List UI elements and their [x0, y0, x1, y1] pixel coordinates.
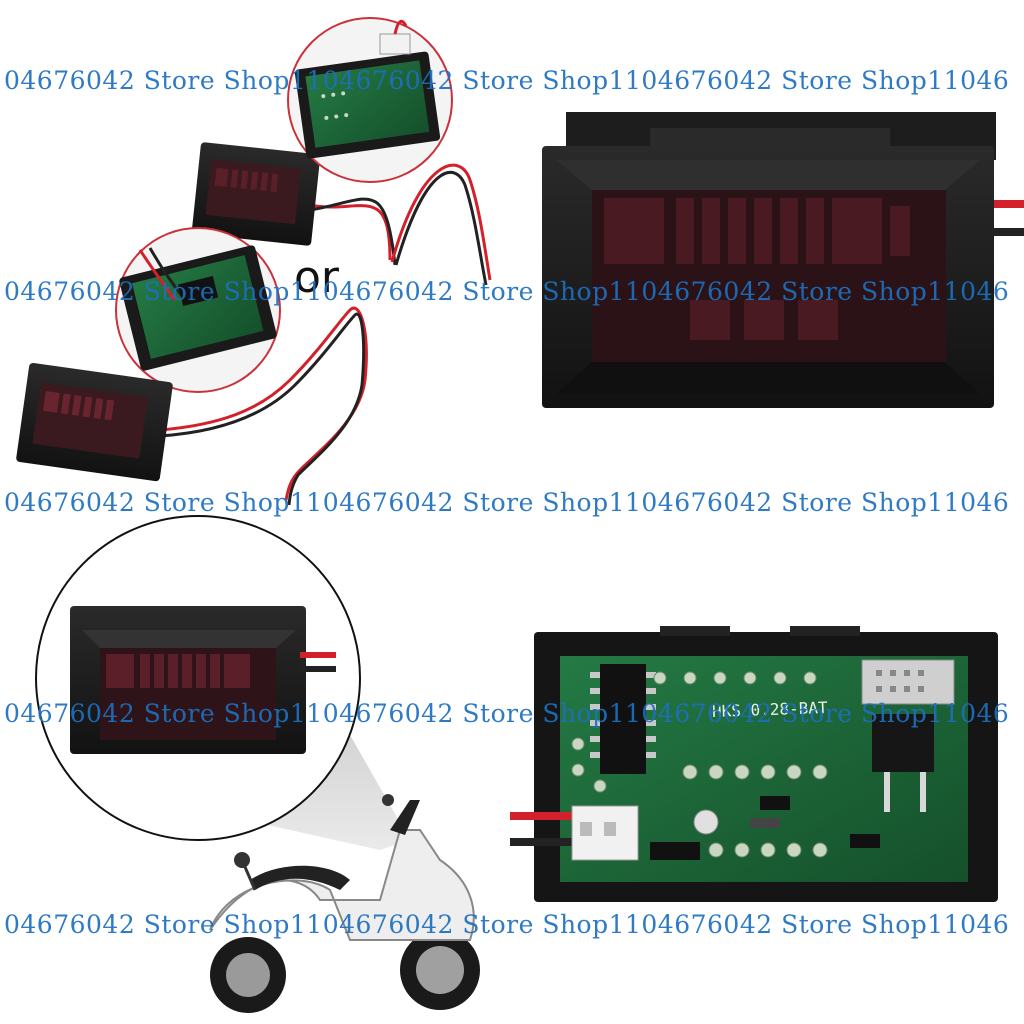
small-meter-top: [191, 142, 492, 286]
scooter-zoom-scene: [35, 515, 480, 1013]
scooter-illustration: [209, 794, 480, 1013]
small-meter-bottom: [16, 306, 368, 506]
watermark-row: 04676042 Store Shop1104676042 Store Shop…: [4, 910, 1024, 942]
watermark-text: 04676042 Store Shop1104676042 Store Shop…: [4, 699, 1010, 728]
pcb-back-view: [510, 626, 998, 902]
or-separator-label: or: [294, 252, 340, 303]
watermark-row: 04676042 Store Shop1104676042 Store Shop…: [4, 66, 1024, 98]
watermark-row: 04676042 Store Shop1104676042 Store Shop…: [4, 277, 1024, 309]
pcb-inset-middle: [115, 227, 281, 393]
watermark-text: 04676042 Store Shop1104676042 Store Shop…: [4, 66, 1010, 95]
watermark-text: 04676042 Store Shop1104676042 Store Shop…: [4, 277, 1010, 306]
watermark-text: 04676042 Store Shop1104676042 Store Shop…: [4, 910, 1010, 939]
large-meter-front: [542, 112, 1024, 408]
pcb-inset-top: [287, 17, 453, 183]
watermark-row: 04676042 Store Shop1104676042 Store Shop…: [4, 488, 1024, 520]
watermark-text: 04676042 Store Shop1104676042 Store Shop…: [4, 488, 1010, 517]
watermark-row: 04676042 Store Shop1104676042 Store Shop…: [4, 699, 1024, 731]
